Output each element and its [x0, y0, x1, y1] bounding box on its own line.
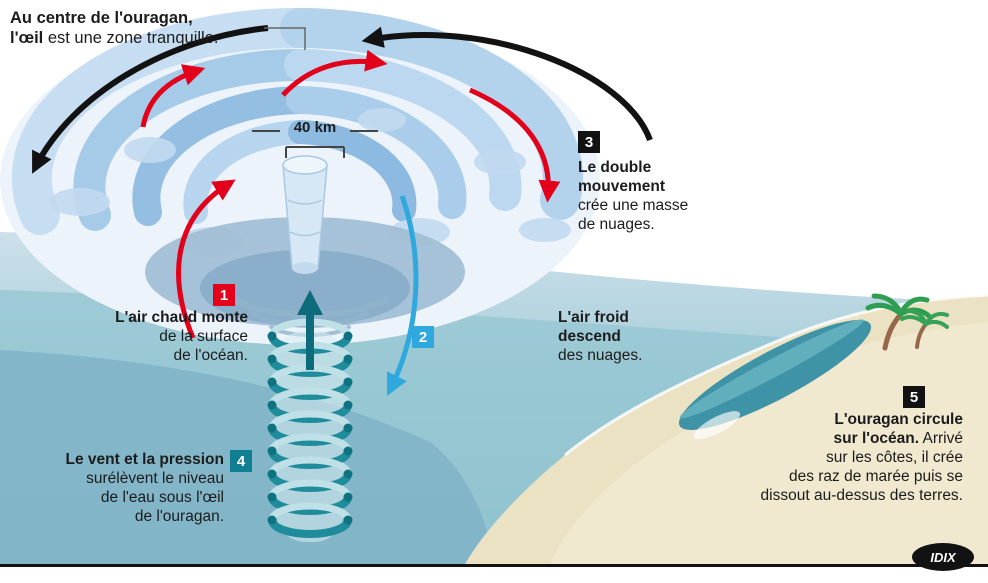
diagram-title: Au centre de l'ouragan, l'œil est une zo… — [10, 8, 290, 48]
callout-line: mouvement — [578, 178, 665, 195]
callout-line-bold: sur l'océan. — [833, 430, 920, 447]
callout-3-text: Le double mouvement crée une masse de nu… — [578, 158, 738, 234]
rotation-arrow-left — [32, 25, 269, 174]
idix-logo: IDIX — [912, 543, 974, 571]
callout-line: crée une masse — [578, 197, 689, 214]
scale-bracket — [252, 130, 378, 158]
callout-2-text: L'air froid descend des nuages. — [558, 308, 708, 365]
rotation-arrow-right — [361, 26, 653, 142]
title-line1: Au centre de l'ouragan, — [10, 9, 193, 27]
title-connector-line — [264, 27, 306, 50]
idix-logo-label: IDIX — [930, 550, 957, 565]
callout-line: Le vent et la pression — [65, 451, 225, 468]
callout-1-badge: 1 — [213, 284, 235, 306]
callout-line: dissout au-dessus des terres. — [760, 487, 963, 504]
title-line2-bold: l'œil — [10, 29, 44, 47]
callout-line: L'air chaud monte — [115, 309, 248, 326]
callout-4-text: Le vent et la pression surélèvent le niv… — [28, 450, 225, 526]
callout-line: L'air froid — [558, 309, 629, 326]
scale-label: 40 km — [293, 119, 337, 136]
callout-line: des raz de marée puis se — [788, 468, 963, 485]
callout-line: des nuages. — [558, 347, 643, 364]
warm-air-arrows — [140, 49, 561, 339]
warm-air-arrow-top — [281, 49, 388, 97]
callout-line: de l'ouragan. — [134, 508, 224, 525]
baseline-rule — [0, 564, 988, 567]
callout-line: de l'eau sous l'œil — [100, 489, 224, 506]
callout-1-text: L'air chaud monte de la surface de l'océ… — [58, 308, 248, 365]
callout-line: sur les côtes, il crée — [826, 449, 963, 466]
warm-air-arrow-rise — [176, 179, 236, 339]
callout-line: surélèvent le niveau — [86, 470, 224, 487]
callout-line: Le double — [578, 159, 652, 176]
eye-column — [282, 155, 328, 274]
warm-air-arrow-upper-left — [140, 64, 206, 128]
callout-line: descend — [558, 328, 621, 345]
shore-wave — [678, 319, 872, 440]
callout-line: de nuages. — [578, 216, 655, 233]
callout-5-text: L'ouragan circule sur l'océan. Arrivé su… — [695, 410, 963, 505]
callout-line: sur l'océan. Arrivé — [695, 429, 963, 448]
callout-5-badge: 5 — [903, 386, 925, 408]
water-rise-arrow — [297, 290, 323, 370]
callout-line: de la surface — [159, 328, 248, 345]
sand-shore — [465, 293, 988, 564]
callout-line: L'ouragan circule — [834, 411, 963, 428]
callout-4-badge: 4 — [230, 450, 252, 472]
callout-line-rest: Arrivé — [919, 430, 964, 447]
title-line2-rest: est une zone tranquille. — [43, 29, 219, 47]
warm-air-arrow-right — [468, 87, 561, 203]
cold-air-arrow — [387, 195, 419, 396]
callout-3-badge: 3 — [578, 131, 600, 153]
callout-2-badge: 2 — [412, 326, 434, 348]
callout-line: de l'océan. — [173, 347, 249, 364]
palm-trees-icon — [865, 293, 949, 351]
title-line2: l'œil est une zone tranquille. — [10, 28, 290, 48]
